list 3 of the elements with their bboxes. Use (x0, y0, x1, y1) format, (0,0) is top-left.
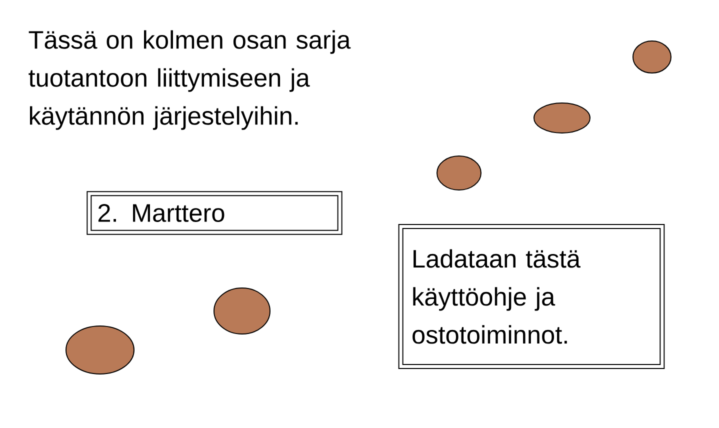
text-box: 2. Marttero (86, 191, 342, 235)
intro-text: Tässä on kolmen osan sarja tuotantoon liittymiseen ja käytännön järjestelyihin. (28, 30, 351, 130)
text-box: Ladataan tästä käyttöohje ja ostotoiminnot. (398, 224, 665, 369)
